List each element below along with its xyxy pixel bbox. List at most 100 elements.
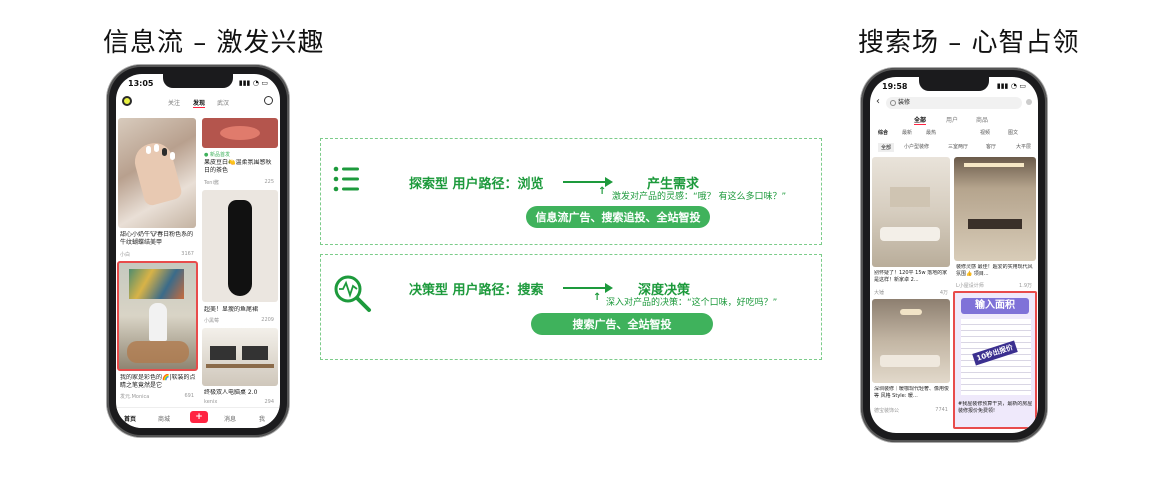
chip-all[interactable]: 全部 — [878, 143, 895, 152]
card-title: 深圳装修｜暖咖现代轻奢、像用俊等 风格 Style: 暖... — [874, 386, 950, 399]
card-title: 我的家是彩色的🌈|软装的点睛之笔竟然是它 — [120, 374, 196, 389]
tab-all[interactable]: 全部 — [914, 117, 927, 125]
interior-image-1[interactable] — [872, 157, 950, 267]
flow1-result: 产生需求 — [647, 177, 700, 192]
card-author: kenix — [204, 399, 218, 405]
filter-image-text[interactable]: 图文 — [1008, 130, 1019, 136]
card-likes: 7741 — [935, 407, 948, 413]
quote-ad-card[interactable]: 输入面积 10秒出报价 #我屋装修预算干货，最新的房屋装修报价免费领! — [953, 291, 1037, 429]
chandelier — [900, 309, 922, 315]
flow2-arrowhead — [605, 283, 613, 293]
lips-shape — [220, 126, 260, 140]
tab-users[interactable]: 用户 — [946, 117, 959, 124]
up-arrow-icon: ↑ — [598, 186, 607, 197]
status-bar: 19:58 ▮▮▮ ◔ ▭ — [870, 79, 1038, 93]
card-title: 终极双人电脑桌 2.0 — [204, 389, 258, 396]
nail-dots — [146, 146, 151, 154]
card-likes: 691 — [184, 393, 194, 399]
flow1-note: 激发对产品的灵感：“哦？ 有这么多口味？” — [612, 192, 787, 202]
back-icon[interactable]: ‹ — [876, 96, 880, 107]
card-likes: 2209 — [261, 317, 274, 323]
tv-wall — [890, 187, 930, 207]
left-title: 信息流 – 激发兴趣 — [103, 28, 325, 58]
tab-local[interactable]: 武汉 — [217, 100, 230, 107]
nav-me[interactable]: 我 — [259, 416, 266, 423]
nail-image[interactable] — [118, 118, 196, 228]
clear-icon[interactable] — [1026, 99, 1032, 105]
right-phone: 19:58 ▮▮▮ ◔ ▭ ‹ 装修 全部 用户 商品 综合 最新 最热 视频 … — [861, 68, 1047, 442]
search-icon — [890, 100, 896, 106]
badge-new: ● 新品首发 — [204, 152, 230, 158]
flow1-arrowhead — [605, 177, 613, 187]
notch — [163, 74, 233, 88]
filter-comprehensive[interactable]: 综合 — [878, 130, 889, 136]
left-phone: 13:05 ▮▮▮ ◔ ▭ 关注 发现 武汉 甜心小奶牛🐮春日粉色系的牛纹蝴蝶结… — [107, 65, 289, 437]
card-author: 德宝装饰公 — [874, 408, 900, 414]
desk-surface — [206, 364, 274, 368]
search-query: 装修 — [898, 99, 911, 106]
lips-image[interactable] — [202, 118, 278, 148]
chip-living-room[interactable]: 客厅 — [986, 144, 997, 150]
status-bar: 13:05 ▮▮▮ ◔ ▭ — [116, 76, 280, 90]
nav-messages[interactable]: 消息 — [224, 416, 237, 423]
card-meta: Teni酱 225 — [204, 179, 274, 186]
nail-hand — [130, 139, 184, 207]
signal-icon: ▮▮▮ ◔ ▭ — [996, 82, 1026, 90]
card-meta: 小白 3167 — [120, 251, 194, 258]
card-title: 果皮豆白🍋温柔氛围感秋日的茶色 — [204, 159, 272, 174]
desk-monitors — [210, 346, 236, 360]
signal-icon: ▮▮▮ ◔ ▭ — [238, 79, 268, 87]
notch — [919, 77, 989, 91]
logo-icon — [122, 96, 132, 106]
living-room-image[interactable] — [117, 261, 198, 371]
card-author: Teni酱 — [204, 180, 219, 186]
flow2-note: 深入对产品的决策：“这个口味，好吃吗？” — [606, 298, 778, 308]
card-meta: kenix 294 — [204, 399, 274, 405]
card-title: 甜心小奶牛🐮春日粉色系的牛纹蝴蝶结美甲 — [120, 231, 194, 246]
card-meta: 发元.Monica 691 — [120, 393, 194, 400]
search-input[interactable]: 装修 — [886, 97, 1022, 109]
chip-large-flat[interactable]: 大平层 — [1016, 144, 1032, 150]
flow1-channels-pill: 信息流广告、搜索追投、全站智投 — [526, 206, 710, 228]
chip-small-apartment[interactable]: 小户型装修 — [904, 144, 930, 150]
card-likes: 294 — [264, 399, 274, 405]
flow2-label: 决策型 用户路径：搜索 — [409, 283, 544, 298]
tab-following[interactable]: 关注 — [168, 100, 181, 107]
chip-row: 全部 小户型装修 三室两厅 客厅 大平层 — [870, 143, 1038, 153]
right-phone-screen: 19:58 ▮▮▮ ◔ ▭ ‹ 装修 全部 用户 商品 综合 最新 最热 视频 … — [870, 77, 1038, 433]
interior-image-3[interactable] — [872, 299, 950, 383]
filter-video[interactable]: 视频 — [980, 130, 991, 136]
top-nav: 关注 发现 武汉 — [116, 93, 280, 111]
flow1-label: 探索型 用户路径：浏览 — [409, 177, 544, 192]
nav-mall[interactable]: 商城 — [158, 416, 171, 423]
filter-newest[interactable]: 最新 — [902, 130, 913, 136]
card-author: 发元.Monica — [120, 394, 150, 400]
card-meta: L小屋设计师 1.9万 — [956, 282, 1032, 289]
card-title: #我屋装修预算干货，最新的房屋装修报价免费领! — [958, 401, 1033, 414]
search-icon[interactable] — [264, 96, 273, 105]
dogs — [127, 341, 189, 363]
chip-three-rooms[interactable]: 三室两厅 — [948, 144, 969, 150]
tab-discover[interactable]: 发现 — [193, 100, 206, 108]
card-likes: 4万 — [939, 290, 948, 296]
tab-goods[interactable]: 商品 — [976, 117, 989, 124]
dining-table — [968, 219, 1022, 229]
ceiling-lights — [964, 163, 1024, 167]
dress-figure — [228, 200, 252, 296]
area-input-button[interactable]: 输入面积 — [961, 298, 1029, 314]
card-likes: 3167 — [181, 251, 194, 257]
bottom-nav: 首页 商城 + 消息 我 — [116, 407, 280, 428]
nav-add-button[interactable]: + — [190, 411, 208, 423]
desk-image[interactable] — [202, 328, 278, 386]
card-likes: 225 — [264, 179, 274, 185]
interior-image-2[interactable] — [954, 157, 1036, 261]
nav-home[interactable]: 首页 — [124, 416, 137, 423]
card-author: 小白 — [120, 252, 131, 258]
wall-painting — [129, 269, 184, 299]
filter-hottest[interactable]: 最热 — [926, 130, 937, 136]
card-author: 小黑莓 — [204, 318, 220, 324]
flow1-arrow — [563, 181, 607, 183]
dress-image[interactable] — [202, 190, 278, 302]
filter-row: 综合 最新 最热 视频 图文 — [870, 129, 1038, 139]
flow2-arrow — [563, 287, 607, 289]
